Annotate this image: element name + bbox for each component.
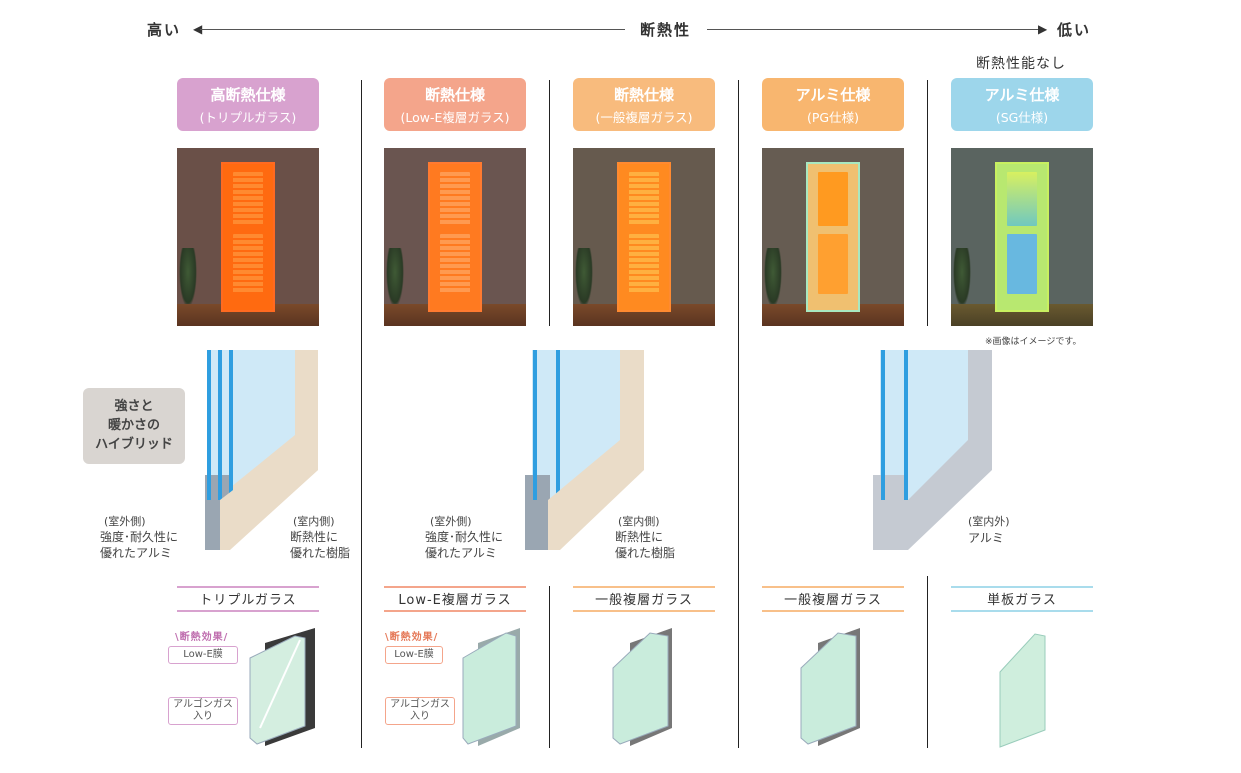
bubble-line: 暖かさの — [107, 418, 160, 433]
thermal-door-image — [177, 148, 319, 326]
desc-line: 強度･耐久性に — [100, 530, 179, 544]
desc-line: 優れたアルミ — [425, 546, 497, 560]
inside-label: (室内側) — [293, 515, 335, 528]
hybrid-callout-bubble: 強さと 暖かさの ハイブリッド — [83, 388, 185, 464]
alu-desc: アルミ — [968, 531, 1004, 545]
double-glass-unit — [800, 628, 860, 746]
callout-line: アルゴンガス — [173, 699, 233, 710]
spec-subtitle: (トリプルガラス) — [199, 110, 297, 125]
alu-side-label: (室内外) — [968, 515, 1010, 528]
lowe-callout: Low-E膜 — [168, 646, 238, 664]
glass-type-label: トリプルガラス — [177, 586, 319, 612]
no-insulation-note: 断熱性能なし — [976, 56, 1066, 72]
insulation-effect-label: \断熱効果/ — [175, 632, 229, 643]
desc-line: 優れたアルミ — [100, 546, 172, 560]
spec-title: 高断熱仕様 — [210, 86, 286, 104]
hybrid-frame-triple-section — [205, 350, 318, 550]
argon-callout: アルゴンガス入り — [168, 697, 238, 725]
spec-title: アルミ仕様 — [984, 86, 1060, 104]
inside-desc: 断熱性に優れた樹脂 — [290, 529, 350, 561]
callout-line: アルゴンガス — [390, 699, 450, 710]
spec-header-triple: 高断熱仕様 (トリプルガラス) — [177, 78, 319, 131]
spec-header-general: 断熱仕様 (一般複層ガラス) — [573, 78, 715, 131]
desc-line: 断熱性に — [615, 530, 664, 544]
arrow-left-icon: ◀ — [193, 22, 203, 36]
spec-subtitle: (一般複層ガラス) — [595, 110, 693, 125]
spec-title: アルミ仕様 — [795, 86, 871, 104]
axis-title: 断熱性 — [640, 21, 692, 39]
spec-title: 断熱仕様 — [424, 86, 485, 104]
spec-header-lowe: 断熱仕様 (Low-E複層ガラス) — [384, 78, 526, 131]
outside-desc: 強度･耐久性に優れたアルミ — [100, 529, 178, 561]
spec-header-alu-pg: アルミ仕様 (PG仕様) — [762, 78, 904, 131]
insulation-effect-label: \断熱効果/ — [385, 632, 439, 643]
axis-line-right — [707, 29, 1042, 30]
hybrid-frame-double-section — [525, 350, 644, 550]
bubble-line: ハイブリッド — [95, 437, 173, 452]
arrow-right-icon: ▶ — [1038, 22, 1048, 36]
spec-subtitle: (SG仕様) — [995, 110, 1049, 125]
outside-label: (室外側) — [104, 515, 146, 528]
axis-low-label: 低い — [1057, 21, 1092, 39]
glass-type-label: 一般複層ガラス — [762, 586, 904, 612]
spec-subtitle: (Low-E複層ガラス) — [400, 110, 510, 125]
lowe-double-glass-unit — [462, 628, 520, 746]
divider — [549, 80, 550, 326]
glass-type-label: 一般複層ガラス — [573, 586, 715, 612]
spec-title: 断熱仕様 — [613, 86, 674, 104]
bubble-line: 強さと — [114, 399, 154, 414]
axis-high-label: 高い — [147, 21, 182, 39]
lowe-callout: Low-E膜 — [385, 646, 443, 664]
divider — [549, 586, 550, 748]
divider — [361, 80, 362, 748]
desc-line: 断熱性に — [290, 530, 339, 544]
divider — [927, 576, 928, 748]
thermal-door-image — [573, 148, 715, 326]
desc-line: 強度･耐久性に — [425, 530, 504, 544]
thermal-door-image — [951, 148, 1093, 326]
image-note: ※画像はイメージです。 — [985, 337, 1082, 347]
single-glass-pane — [999, 633, 1046, 748]
callout-line: 入り — [410, 711, 430, 722]
outside-label: (室外側) — [430, 515, 472, 528]
divider — [738, 80, 739, 748]
aluminum-frame-section — [873, 350, 992, 550]
triple-glass-unit — [249, 628, 315, 746]
thermal-door-image — [384, 148, 526, 326]
thermal-door-image — [762, 148, 904, 326]
argon-callout: アルゴンガス入り — [385, 697, 455, 725]
inside-label: (室内側) — [618, 515, 660, 528]
spec-subtitle: (PG仕様) — [807, 110, 859, 125]
outside-desc: 強度･耐久性に優れたアルミ — [425, 529, 503, 561]
inside-desc: 断熱性に優れた樹脂 — [615, 529, 675, 561]
glass-type-label: 単板ガラス — [951, 586, 1093, 612]
desc-line: 優れた樹脂 — [615, 546, 676, 560]
axis-line-left — [200, 29, 625, 30]
glass-type-label: Low-E複層ガラス — [384, 586, 526, 612]
spec-header-alu-sg: アルミ仕様 (SG仕様) — [951, 78, 1093, 131]
callout-line: 入り — [193, 711, 213, 722]
desc-line: 優れた樹脂 — [290, 546, 351, 560]
double-glass-unit — [612, 628, 672, 746]
divider — [927, 80, 928, 326]
